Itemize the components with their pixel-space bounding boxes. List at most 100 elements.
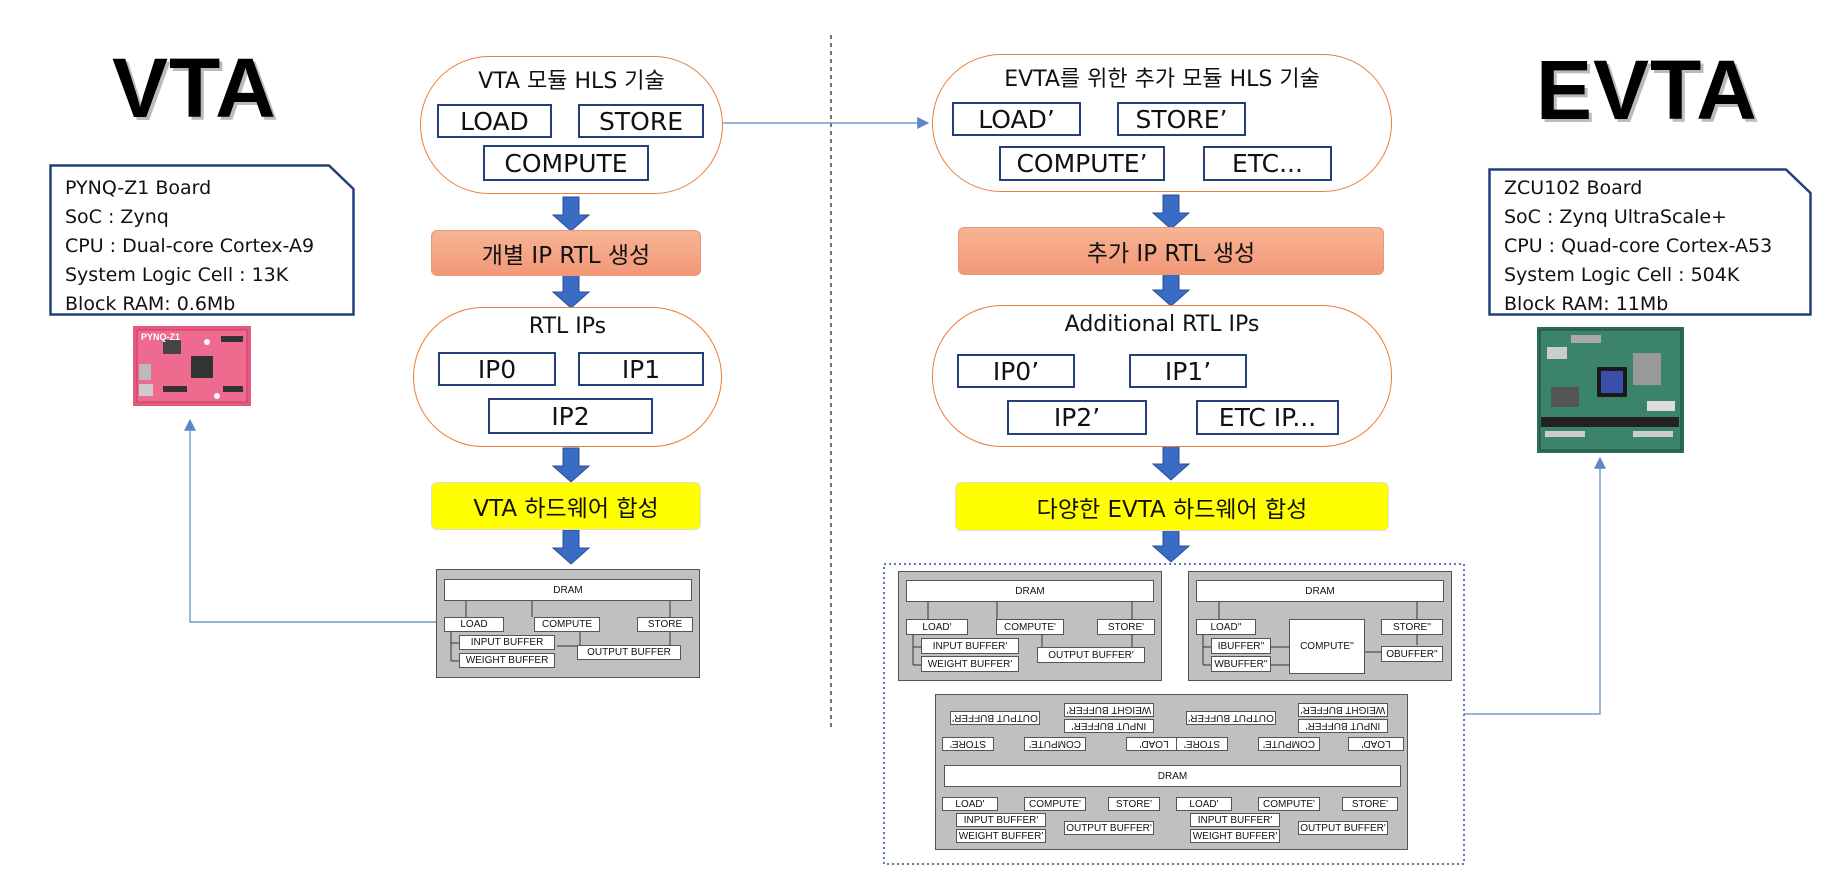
output-buffer-block: OUTPUT BUFFER' [1064,821,1154,835]
store-block: STORE'' [1381,619,1443,635]
vta-ip2: IP2 [488,398,653,434]
vta-board-info: PYNQ-Z1 Board SoC : Zynq CPU : Dual-core… [49,164,355,316]
flow-arrow [1151,271,1191,307]
vta-ip1: IP1 [578,352,704,386]
dram-block: DRAM [1196,580,1444,602]
weight-buffer-block: WEIGHT BUFFER' [921,656,1019,672]
compute-block: COMPUTE' [1258,737,1320,751]
evta-load-module: LOAD’ [952,102,1081,136]
compute-block: COMPUTE' [1024,797,1086,811]
board-soc: SoC : Zynq [65,206,169,228]
store-block: STORE' [942,737,994,751]
dram-block: DRAM [906,580,1154,602]
dram-block: DRAM [944,765,1401,787]
vta-compute-module: COMPUTE [483,145,649,181]
obuffer-block: OBUFFER'' [1381,646,1443,662]
evta-architecture-a: DRAM LOAD' COMPUTE' STORE' INPUT BUFFER'… [898,571,1162,681]
store-block: STORE' [1108,797,1160,811]
vta-load-module: LOAD [437,104,552,138]
board-bram: Block RAM: 11Mb [1504,293,1669,315]
output-buffer-block: OUTPUT BUFFER [577,645,681,660]
vta-ip0: IP0 [438,352,556,386]
load-block: LOAD' [906,619,968,635]
input-buffer-block: INPUT BUFFER' [1298,719,1388,733]
board-cpu: CPU : Quad-core Cortex-A53 [1504,235,1773,257]
weight-buffer-block: WEIGHT BUFFER [459,653,555,668]
evta-etc-ip: ETC IP... [1196,400,1339,435]
compute-block: COMPUTE'' [1289,619,1365,674]
store-block: STORE' [1342,797,1398,811]
vta-architecture: DRAM LOAD COMPUTE STORE INPUT BUFFER WEI… [436,569,700,678]
board-logic-cell: System Logic Cell : 504K [1504,264,1740,286]
flow-arrow [551,529,591,565]
compute-block: COMPUTE' [1024,737,1086,751]
zcu102-board-image [1537,327,1684,453]
input-buffer-block: INPUT BUFFER' [921,638,1019,654]
weight-buffer-block: WEIGHT BUFFER' [1298,703,1388,717]
evta-board-link [1464,456,1606,715]
pynq-board-image: PYNQ-Z1 [133,326,251,406]
output-buffer-block: OUTPUT BUFFER' [1186,711,1276,725]
evta-title: EVTA [1536,43,1758,137]
vta-rtl-title: RTL IPs [528,314,607,339]
vta-hls-title: VTA 모듈 HLS 기술 [478,69,665,94]
board-name: ZCU102 Board [1504,177,1643,199]
flow-arrow [551,273,591,309]
compute-block: COMPUTE [534,617,600,632]
flow-arrow [1151,194,1191,230]
ibuffer-block: IBUFFER'' [1211,638,1271,654]
evta-architecture-c: DRAM LOAD' COMPUTE' STORE' INPUT BUFFER'… [935,694,1408,850]
evta-ip1: IP1’ [1129,354,1247,388]
evta-compute-module: COMPUTE’ [999,146,1165,181]
board-bram: Block RAM: 0.6Mb [65,293,236,315]
store-block: STORE [637,617,693,632]
input-buffer-block: INPUT BUFFER [459,635,555,650]
evta-ip2: IP2’ [1007,400,1147,435]
evta-rtl-title: Additional RTL IPs [1064,312,1260,337]
vta-synth-step: VTA 하드웨어 합성 [431,482,701,530]
evta-etc-module: ETC... [1203,146,1332,181]
flow-arrow [1151,527,1191,563]
evta-architecture-b: DRAM LOAD'' COMPUTE'' STORE'' IBUFFER'' … [1188,571,1452,681]
compute-block: COMPUTE' [996,619,1064,635]
flow-arrow [551,196,591,232]
evta-store-module: STORE’ [1117,102,1246,136]
wbuffer-block: WBUFFER'' [1211,656,1271,672]
weight-buffer-block: WEIGHT BUFFER' [1190,829,1280,843]
store-block: STORE' [1176,737,1228,751]
vta-board-link [184,418,436,623]
input-buffer-block: INPUT BUFFER' [1190,813,1280,827]
vta-rtl-step: 개별 IP RTL 생성 [431,230,701,276]
input-buffer-block: INPUT BUFFER' [956,813,1046,827]
weight-buffer-block: WEIGHT BUFFER' [1064,703,1154,717]
board-photo-label: PYNQ-Z1 [141,332,181,342]
load-block: LOAD'' [1196,619,1256,635]
dram-block: DRAM [444,579,692,601]
board-cpu: CPU : Dual-core Cortex-A9 [65,235,315,257]
board-name: PYNQ-Z1 Board [65,177,212,199]
weight-buffer-block: WEIGHT BUFFER' [956,829,1046,843]
flow-arrow [551,447,591,483]
vta-title: VTA [112,41,277,135]
output-buffer-block: OUTPUT BUFFER' [1298,821,1388,835]
output-buffer-block: OUTPUT BUFFER' [1037,647,1145,663]
load-block: LOAD' [1176,797,1232,811]
evta-board-info: ZCU102 Board SoC : Zynq UltraScale+ CPU … [1488,168,1812,316]
evta-arch-container [883,563,1465,865]
store-block: STORE' [1097,619,1155,635]
board-logic-cell: System Logic Cell : 13K [65,264,289,286]
compute-block: COMPUTE' [1258,797,1320,811]
evta-hls-title: EVTA를 위한 추가 모듈 HLS 기술 [1004,67,1320,92]
board-soc: SoC : Zynq UltraScale+ [1504,206,1727,228]
input-buffer-block: INPUT BUFFER' [1064,719,1154,733]
load-block: LOAD' [1126,737,1182,751]
evta-rtl-step: 추가 IP RTL 생성 [958,227,1384,275]
load-block: LOAD' [942,797,998,811]
output-buffer-block: OUTPUT BUFFER' [950,711,1040,725]
evta-ip0: IP0’ [957,354,1075,388]
flow-arrow [1151,445,1191,481]
evta-synth-step: 다양한 EVTA 하드웨어 합성 [955,482,1389,531]
load-block: LOAD' [1348,737,1404,751]
vta-store-module: STORE [578,104,704,138]
